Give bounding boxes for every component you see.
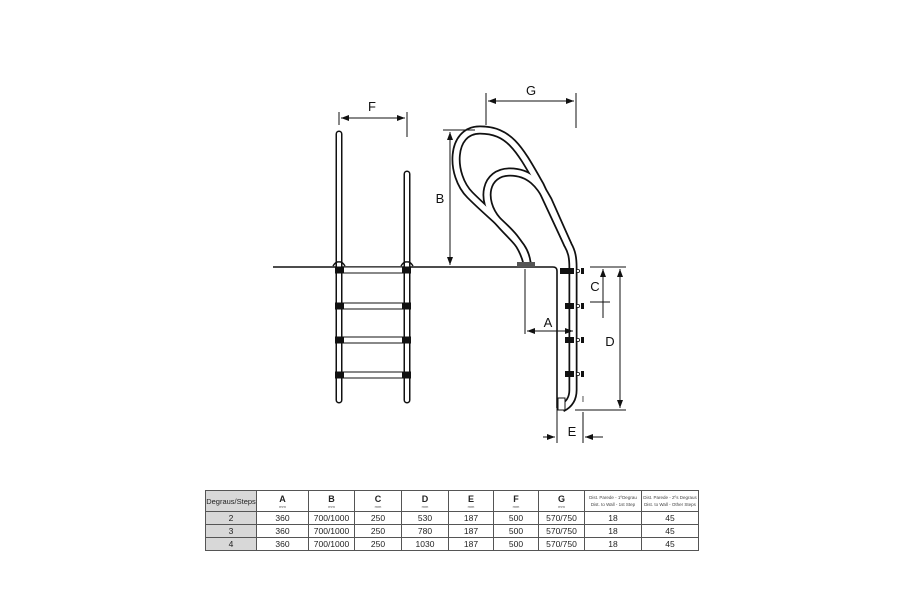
header-line-pt: Dist. Parede - 1ºDegrau: [589, 495, 637, 500]
table-cell: 570/750: [538, 511, 585, 525]
table-cell: 250: [354, 537, 402, 551]
rung: [335, 371, 411, 379]
header-label: E: [467, 493, 474, 504]
dimension-lines: [338, 93, 626, 443]
header-line-pt: Dist. Parede - 2ºs Degraus: [643, 495, 697, 500]
table-cell: 18: [584, 524, 642, 538]
table-cell: 187: [448, 524, 494, 538]
table-cell: 250: [354, 524, 402, 538]
header-label: D: [421, 493, 429, 504]
header-steps: Degraus/Steps: [205, 490, 257, 512]
table-cell: 360: [256, 524, 309, 538]
dim-label-e: E: [568, 424, 577, 439]
table-cell: 500: [493, 524, 539, 538]
table-cell: 700/1000: [308, 524, 355, 538]
table-cell: 187: [448, 537, 494, 551]
dim-label-c: C: [590, 279, 599, 294]
pool-edge-line: [273, 266, 558, 408]
header-label: B: [328, 493, 335, 504]
dim-label-a: A: [544, 315, 553, 330]
steps-cell: 4: [205, 537, 257, 551]
table-cell: 360: [256, 511, 309, 525]
table-cell: 45: [641, 524, 699, 538]
dim-label-f: F: [368, 99, 376, 114]
header-unit: mm: [512, 503, 520, 509]
header-label: F: [513, 493, 519, 504]
table-cell: 45: [641, 537, 699, 551]
header-label: C: [374, 493, 382, 504]
header-unit: mm: [421, 503, 429, 509]
table-cell: 250: [354, 511, 402, 525]
front-view-ladder: [332, 130, 414, 404]
side-step: [565, 303, 584, 309]
dim-label-g: G: [526, 83, 536, 98]
table-cell: 18: [584, 537, 642, 551]
table-cell: 700/1000: [308, 537, 355, 551]
table-cell: 530: [401, 511, 449, 525]
side-step: [560, 268, 584, 274]
dim-label-b: B: [436, 191, 445, 206]
table-cell: 45: [641, 511, 699, 525]
table-cell: 18: [584, 511, 642, 525]
table-cell: 570/750: [538, 537, 585, 551]
side-step: [565, 371, 584, 377]
dim-label-d: D: [605, 334, 614, 349]
header-label: A: [279, 493, 286, 504]
steps-cell: 2: [205, 511, 257, 525]
header-unit: mm: [558, 503, 565, 509]
side-view-ladder: [451, 125, 584, 413]
dim-label-i: I: [582, 395, 584, 404]
header-unit: mm: [467, 503, 475, 509]
table-cell: 700/1000: [308, 511, 355, 525]
table-cell: 500: [493, 537, 539, 551]
rail-foot: [557, 397, 566, 411]
table-cell: 780: [401, 524, 449, 538]
header-line-en: Dist. to Wall - Other Steps: [644, 502, 696, 507]
table-cell: 1030: [401, 537, 449, 551]
header-label: G: [557, 493, 565, 504]
table-cell: 187: [448, 511, 494, 525]
header-unit: mm: [328, 503, 335, 509]
table-cell: 360: [256, 537, 309, 551]
header-line-en: Dist. to Wall - 1st Step: [590, 502, 636, 507]
handrail-base-plate: [517, 262, 535, 267]
header-unit: mm: [374, 503, 382, 509]
table-cell: 570/750: [538, 524, 585, 538]
header-unit: mm: [279, 503, 286, 509]
rung: [335, 266, 411, 274]
steps-cell: 3: [205, 524, 257, 538]
rung: [335, 336, 411, 344]
rung: [335, 302, 411, 310]
table-cell: 500: [493, 511, 539, 525]
side-step: [565, 337, 584, 343]
